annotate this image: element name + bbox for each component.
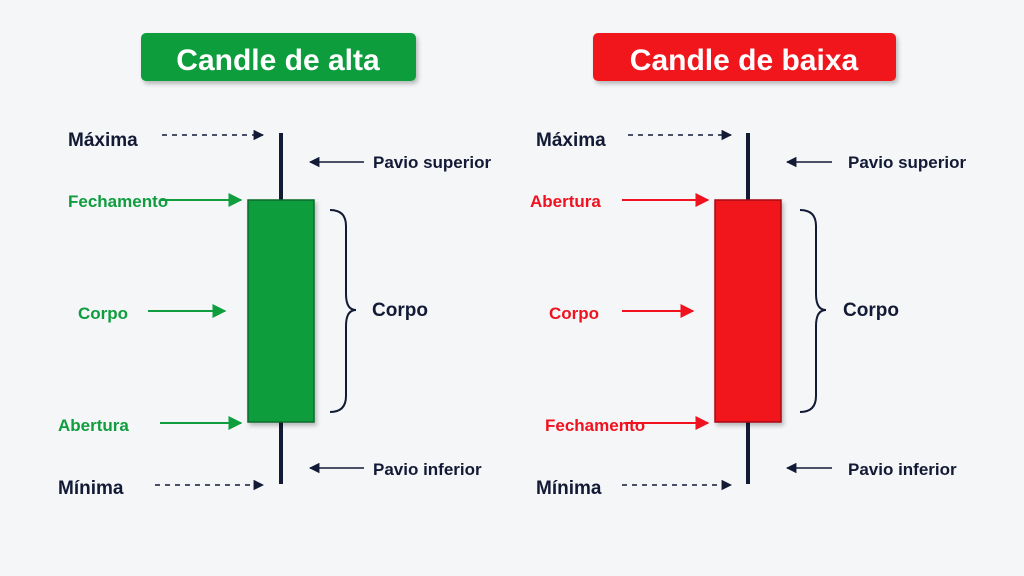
bear-panel: Candle de baixa Máxima Abertura Corpo Fe… (530, 33, 966, 499)
bull-body-brace (329, 209, 357, 413)
bull-high-label: Máxima (68, 130, 138, 151)
bear-candle-body (714, 199, 782, 423)
bull-low-label: Mínima (58, 478, 124, 499)
bear-lower-wick-label: Pavio inferior (848, 460, 957, 479)
bull-close-label: Fechamento (68, 192, 168, 211)
bear-title-badge (593, 33, 896, 81)
bull-candle-body (247, 199, 315, 423)
bull-lower-wick-label: Pavio inferior (373, 460, 482, 479)
bull-open-label: Abertura (58, 416, 129, 435)
bull-panel: Candle de alta Máxima Fechamento Corpo A… (58, 33, 491, 499)
bull-upper-wick-label: Pavio superior (373, 153, 491, 172)
bull-body-label: Corpo (78, 304, 128, 323)
bear-body-brace-label: Corpo (843, 300, 899, 321)
bear-title: Candle de baixa (630, 44, 859, 77)
bear-upper-wick-label: Pavio superior (848, 153, 966, 172)
bear-low-label: Mínima (536, 478, 602, 499)
bear-open-label: Abertura (530, 192, 601, 211)
bear-body-brace (799, 209, 827, 413)
bull-title: Candle de alta (176, 44, 380, 77)
bull-title-badge (141, 33, 416, 81)
bear-high-label: Máxima (536, 130, 606, 151)
bear-close-label: Fechamento (545, 416, 645, 435)
bull-body-brace-label: Corpo (372, 300, 428, 321)
bear-body-label: Corpo (549, 304, 599, 323)
